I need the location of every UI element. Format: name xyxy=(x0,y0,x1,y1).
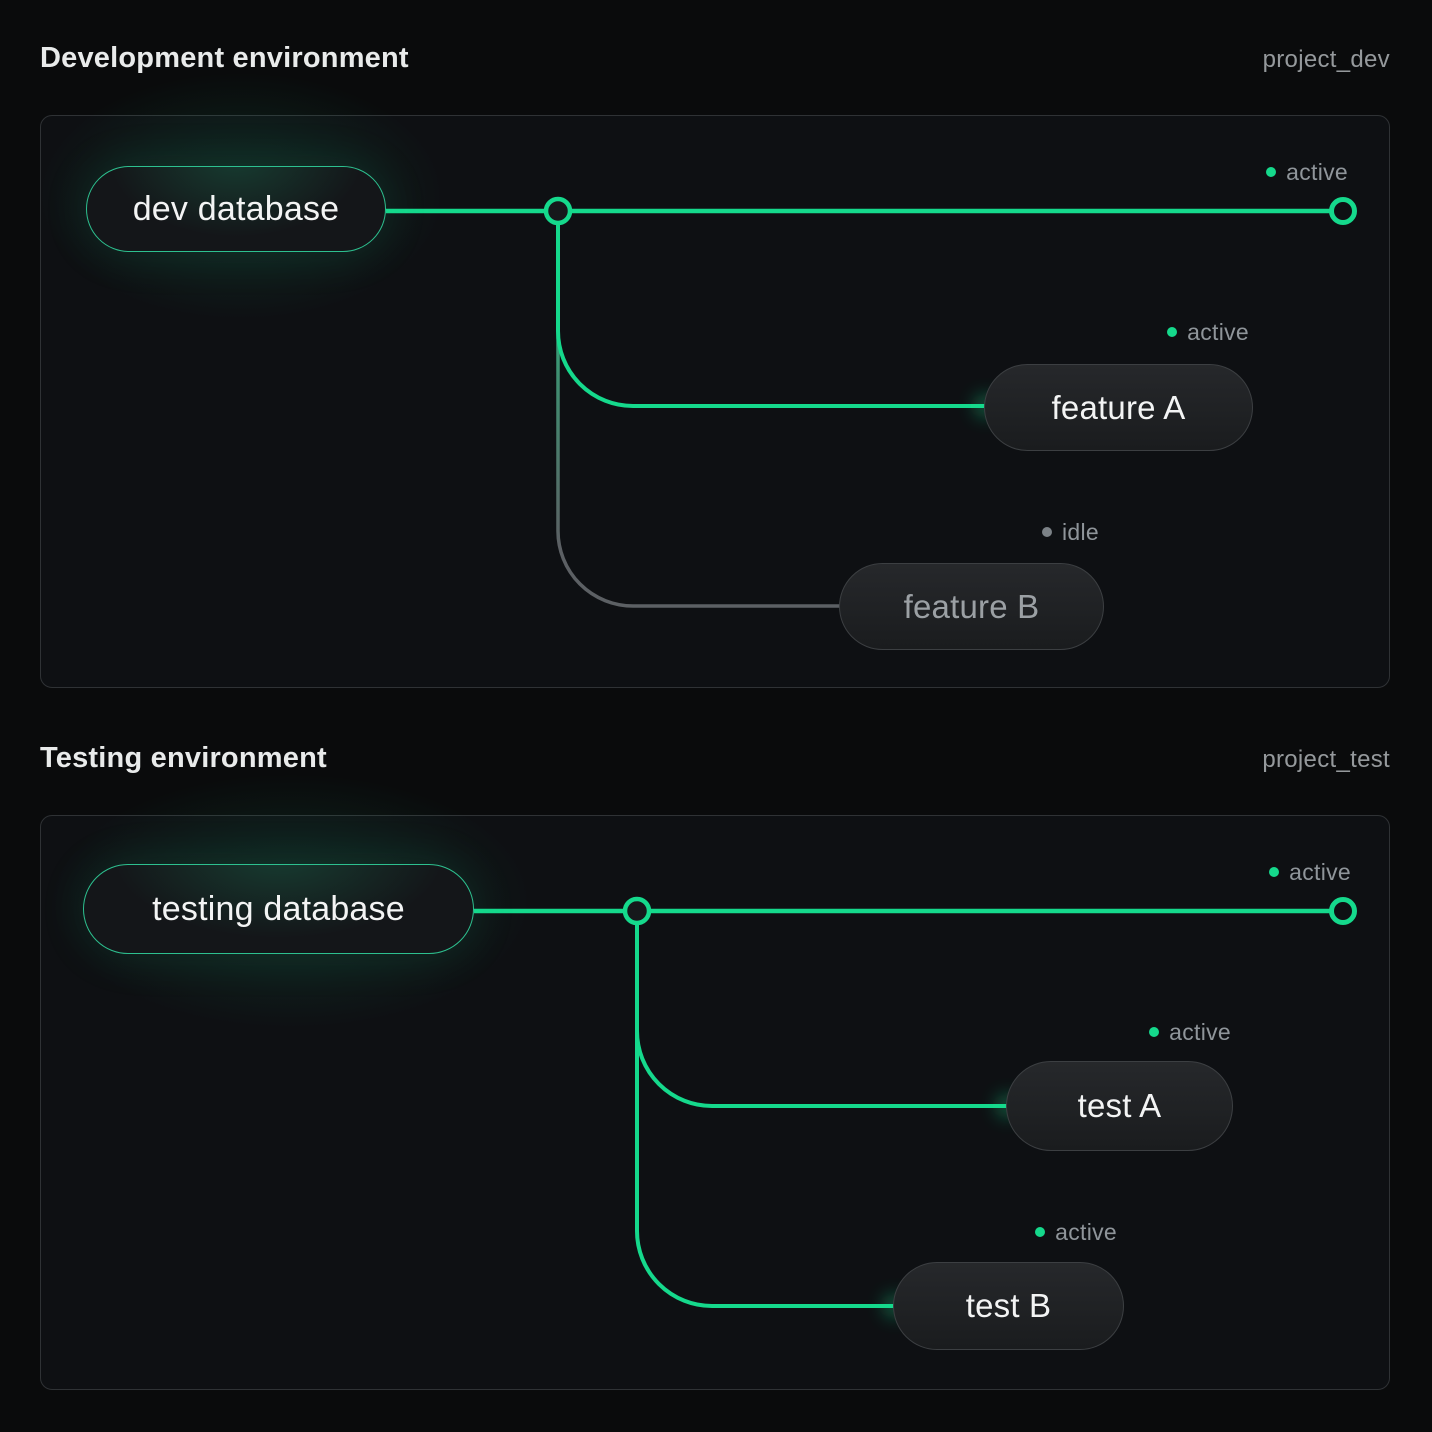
dev-branch-a-label: feature A xyxy=(1051,388,1186,426)
status-dot-icon xyxy=(1149,1027,1160,1037)
dev-panel: dev database active feature A active fea… xyxy=(0,31,1390,688)
dev-branch-a-line xyxy=(556,211,986,408)
status-text: active xyxy=(1286,158,1348,185)
dev-database-pill[interactable]: dev database xyxy=(86,166,386,252)
test-branch-b-label: test B xyxy=(965,1287,1052,1324)
test-branch-b-pill[interactable]: test B xyxy=(893,1262,1124,1350)
status-text: idle xyxy=(1061,518,1099,545)
test-trunk-head-node xyxy=(1329,897,1357,925)
test-branch-a-line xyxy=(635,911,1008,1108)
status-dot-icon xyxy=(1035,1227,1046,1237)
status-text: active xyxy=(1187,318,1249,345)
status-dot-icon xyxy=(1266,167,1277,177)
status-dot-icon xyxy=(1269,867,1280,877)
test-trunk-status: active xyxy=(1269,858,1351,886)
dev-header: Development environment project_dev xyxy=(40,42,1390,82)
test-database-pill[interactable]: testing database xyxy=(83,864,474,954)
test-project-label: project_test xyxy=(1262,746,1390,773)
dev-trunk-head-node xyxy=(1329,197,1357,225)
test-database-label: testing database xyxy=(152,889,405,928)
dev-branch-a-pill[interactable]: feature A xyxy=(984,364,1253,451)
dev-fork-node xyxy=(543,196,573,226)
dev-branch-b-status: idle xyxy=(1041,518,1099,546)
test-branch-a-label: test A xyxy=(1077,1087,1162,1124)
status-text: active xyxy=(1169,1018,1231,1045)
status-text: active xyxy=(1055,1218,1117,1245)
dev-branch-b-label: feature B xyxy=(903,587,1040,625)
dev-project-label: project_dev xyxy=(1262,46,1390,73)
dev-database-label: dev database xyxy=(132,189,340,228)
test-branch-a-pill[interactable]: test A xyxy=(1006,1061,1233,1151)
status-text: active xyxy=(1289,858,1351,885)
dev-trunk-status: active xyxy=(1266,158,1348,186)
test-branch-a-status: active xyxy=(1149,1018,1231,1046)
dev-environment-title: Development environment xyxy=(40,42,409,74)
test-branch-b-line xyxy=(635,911,895,1308)
status-dot-icon xyxy=(1167,327,1178,337)
test-environment-title: Testing environment xyxy=(40,742,327,774)
test-header: Testing environment project_test xyxy=(40,742,1390,782)
test-branch-b-status: active xyxy=(1035,1218,1117,1246)
test-panel: testing database active test A active te… xyxy=(0,731,1390,1390)
dev-branch-a-status: active xyxy=(1167,318,1249,346)
dev-branch-b-pill[interactable]: feature B xyxy=(839,563,1104,650)
status-dot-icon xyxy=(1041,527,1052,537)
test-fork-node xyxy=(622,896,652,926)
dev-branch-b-line xyxy=(556,211,841,608)
